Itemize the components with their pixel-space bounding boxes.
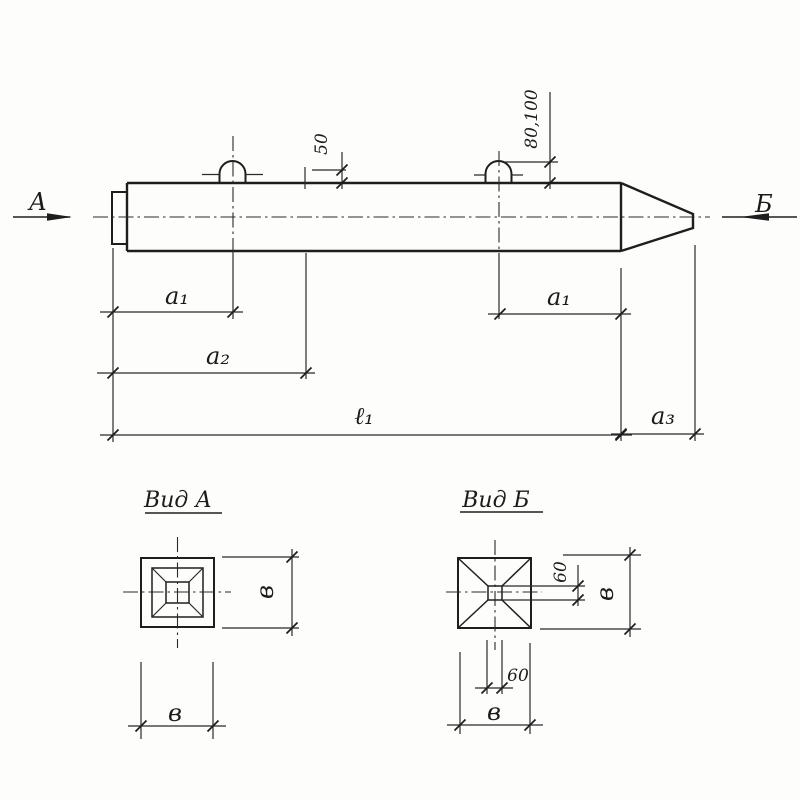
view-a-dim-right [222, 549, 299, 636]
extension-lines [112, 167, 696, 442]
pile-butt-cap [111, 191, 127, 245]
section-arrow-a-head-icon [47, 213, 72, 221]
view-b-dim-tip-vertical [503, 565, 585, 606]
pile-body [125, 181, 623, 253]
view-b-dim-right-label: в [591, 587, 619, 601]
view-b-dim-tip-vertical-label: 60 [551, 561, 571, 583]
view-a-dim-bottom-label: в [168, 699, 182, 727]
lifting-loop-left [218, 160, 247, 183]
view-b-dim-tip-horizontal-label: 60 [507, 666, 529, 686]
section-arrows: А Б [13, 188, 797, 221]
section-label-a: А [27, 188, 47, 216]
view-b-dim-bottom [447, 643, 543, 734]
dim-label-a3: а₃ [651, 402, 675, 430]
view-a-title: Вид А [143, 488, 212, 513]
dim-label-a1-left: а₁ [165, 282, 189, 310]
dim-label-a2: а₂ [206, 342, 230, 370]
view-b-title: Вид Б [461, 488, 529, 513]
view-b-dim-tip-horizontal [475, 640, 513, 694]
view-b-dim-right [540, 547, 641, 637]
pile-tip [620, 181, 695, 253]
elevation-dimensions: а₁ а₂ ℓ₁ а₁ а₃ 50 80,100 [97, 89, 704, 442]
dim-label-l1: ℓ₁ [354, 402, 374, 430]
view-a-dim-right-label: в [251, 585, 279, 599]
view-b-dim-bottom-label: в [487, 698, 501, 726]
view-a-chamfer-diagonals [151, 567, 204, 618]
view-b-tip-diagonals [457, 557, 532, 629]
section-arrow-b-head-icon [740, 213, 769, 221]
view-a: Вид А в в [123, 488, 299, 739]
view-b: Вид Б 60 в 60 в [446, 488, 641, 734]
dim-label-50: 50 [312, 133, 332, 155]
dim-label-a1-right: а₁ [547, 283, 571, 311]
pile-elevation-outline [93, 136, 710, 253]
view-a-outer-square [140, 557, 215, 628]
dim-label-80-100: 80,100 [522, 89, 542, 149]
section-label-b: Б [754, 190, 773, 218]
